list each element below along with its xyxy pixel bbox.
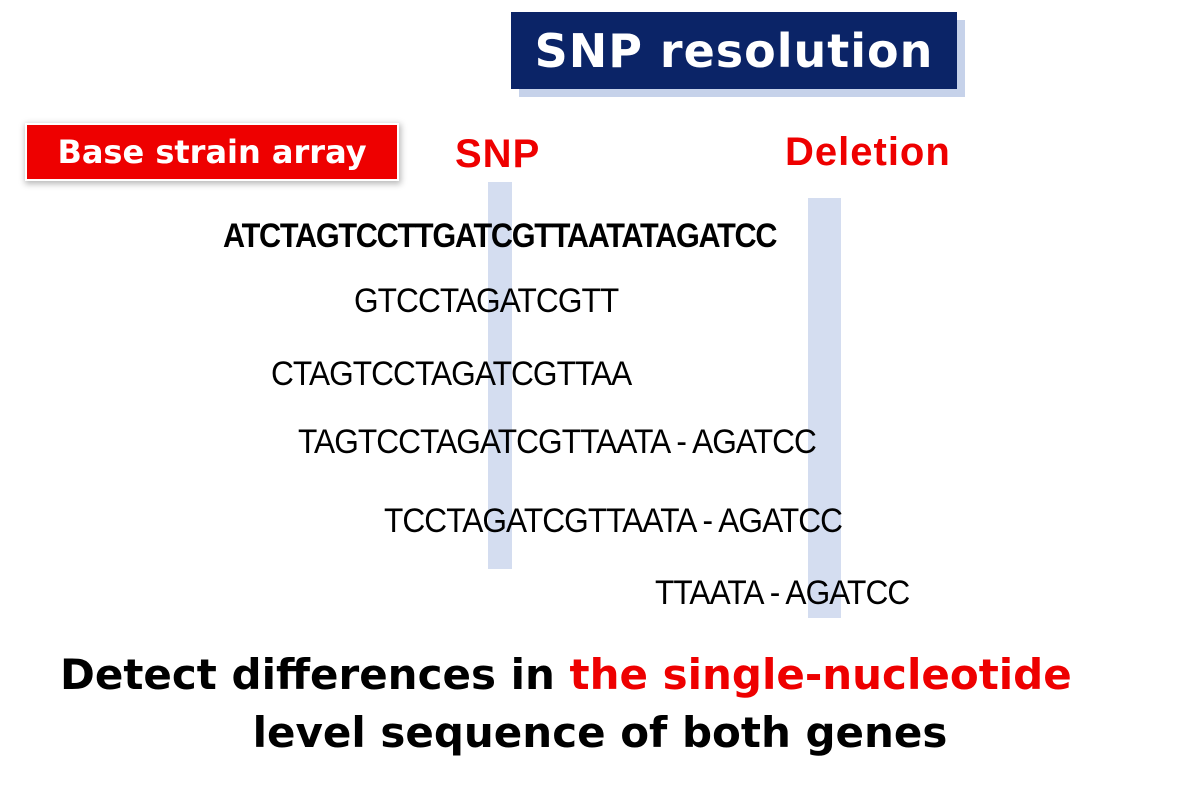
read-sequence: CTAGTCCTAGATCGTTAA: [271, 355, 632, 393]
caption-line-1: Detect differences in the single-nucleot…: [60, 650, 1200, 699]
deletion-highlight-column: [808, 198, 841, 618]
read-sequence: TTAATA - AGATCC: [655, 574, 910, 612]
page-title: SNP resolution: [511, 12, 957, 89]
deletion-column-label: Deletion: [785, 130, 951, 174]
reference-sequence: ATCTAGTCCTTGATCGTTAATATAGATCC: [223, 217, 777, 255]
base-strain-label: Base strain array: [27, 125, 397, 179]
caption-emphasis: the single-nucleotide: [569, 650, 1072, 699]
caption-prefix: Detect differences in: [60, 650, 570, 699]
caption-line-2: level sequence of both genes: [252, 708, 948, 757]
read-sequence: TCCTAGATCGTTAATA - AGATCC: [384, 502, 843, 540]
snp-column-label: SNP: [455, 132, 541, 176]
title-text: SNP resolution: [534, 23, 934, 78]
read-sequence: TAGTCCTAGATCGTTAATA - AGATCC: [298, 423, 817, 461]
read-sequence: GTCCTAGATCGTT: [354, 282, 619, 320]
base-strain-label-text: Base strain array: [57, 133, 367, 171]
snp-highlight-column: [488, 182, 512, 569]
